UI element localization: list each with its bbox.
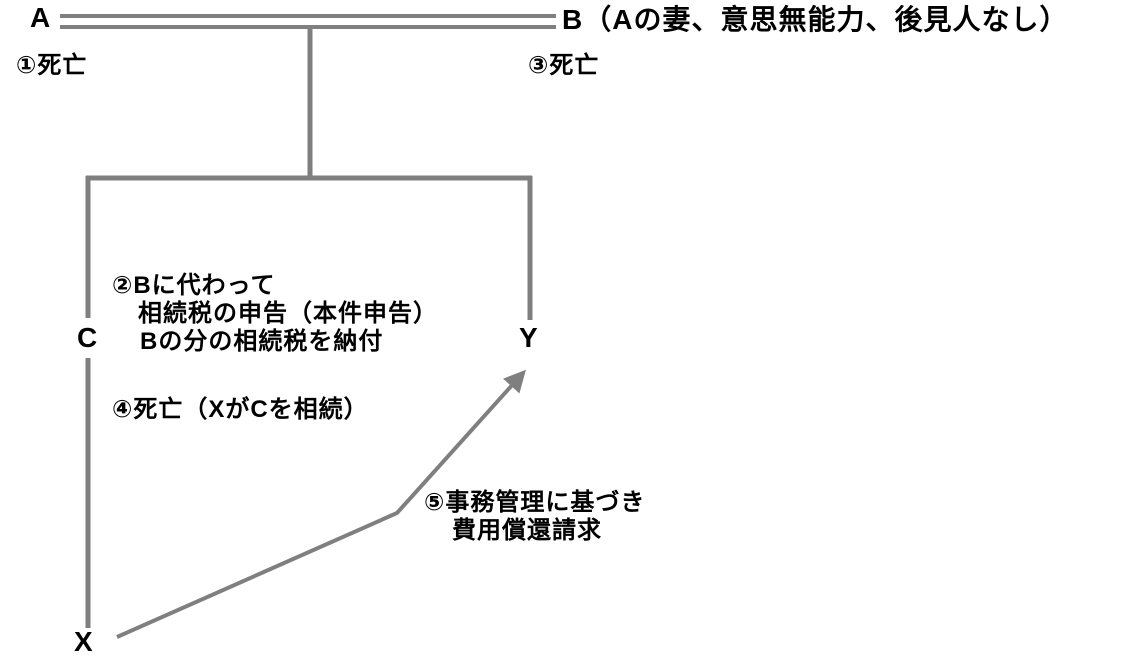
annotation-step2-line2: 相続税の申告（本件申告） (138, 300, 438, 327)
annotation-step5-line2: 費用償還請求 (452, 517, 602, 544)
node-x: X (74, 626, 94, 657)
annotation-step3-b-death: ③死亡 (528, 52, 600, 79)
node-c: C (77, 322, 99, 353)
annotation-step1-a-death: ①死亡 (16, 52, 88, 79)
node-b: B（Aの妻、意思無能力、後見人なし） (562, 4, 1069, 35)
annotation-step2-line3: Bの分の相続税を納付 (140, 328, 384, 355)
annotation-step4-c-death: ④死亡（XがCを相続） (112, 396, 369, 423)
annotation-step2-line1: ②Bに代わって (112, 272, 276, 299)
annotation-step5-line1: ⑤事務管理に基づき (424, 489, 646, 516)
node-a: A (30, 2, 52, 33)
node-y: Y (519, 322, 539, 353)
claim-arrow (116, 369, 526, 639)
